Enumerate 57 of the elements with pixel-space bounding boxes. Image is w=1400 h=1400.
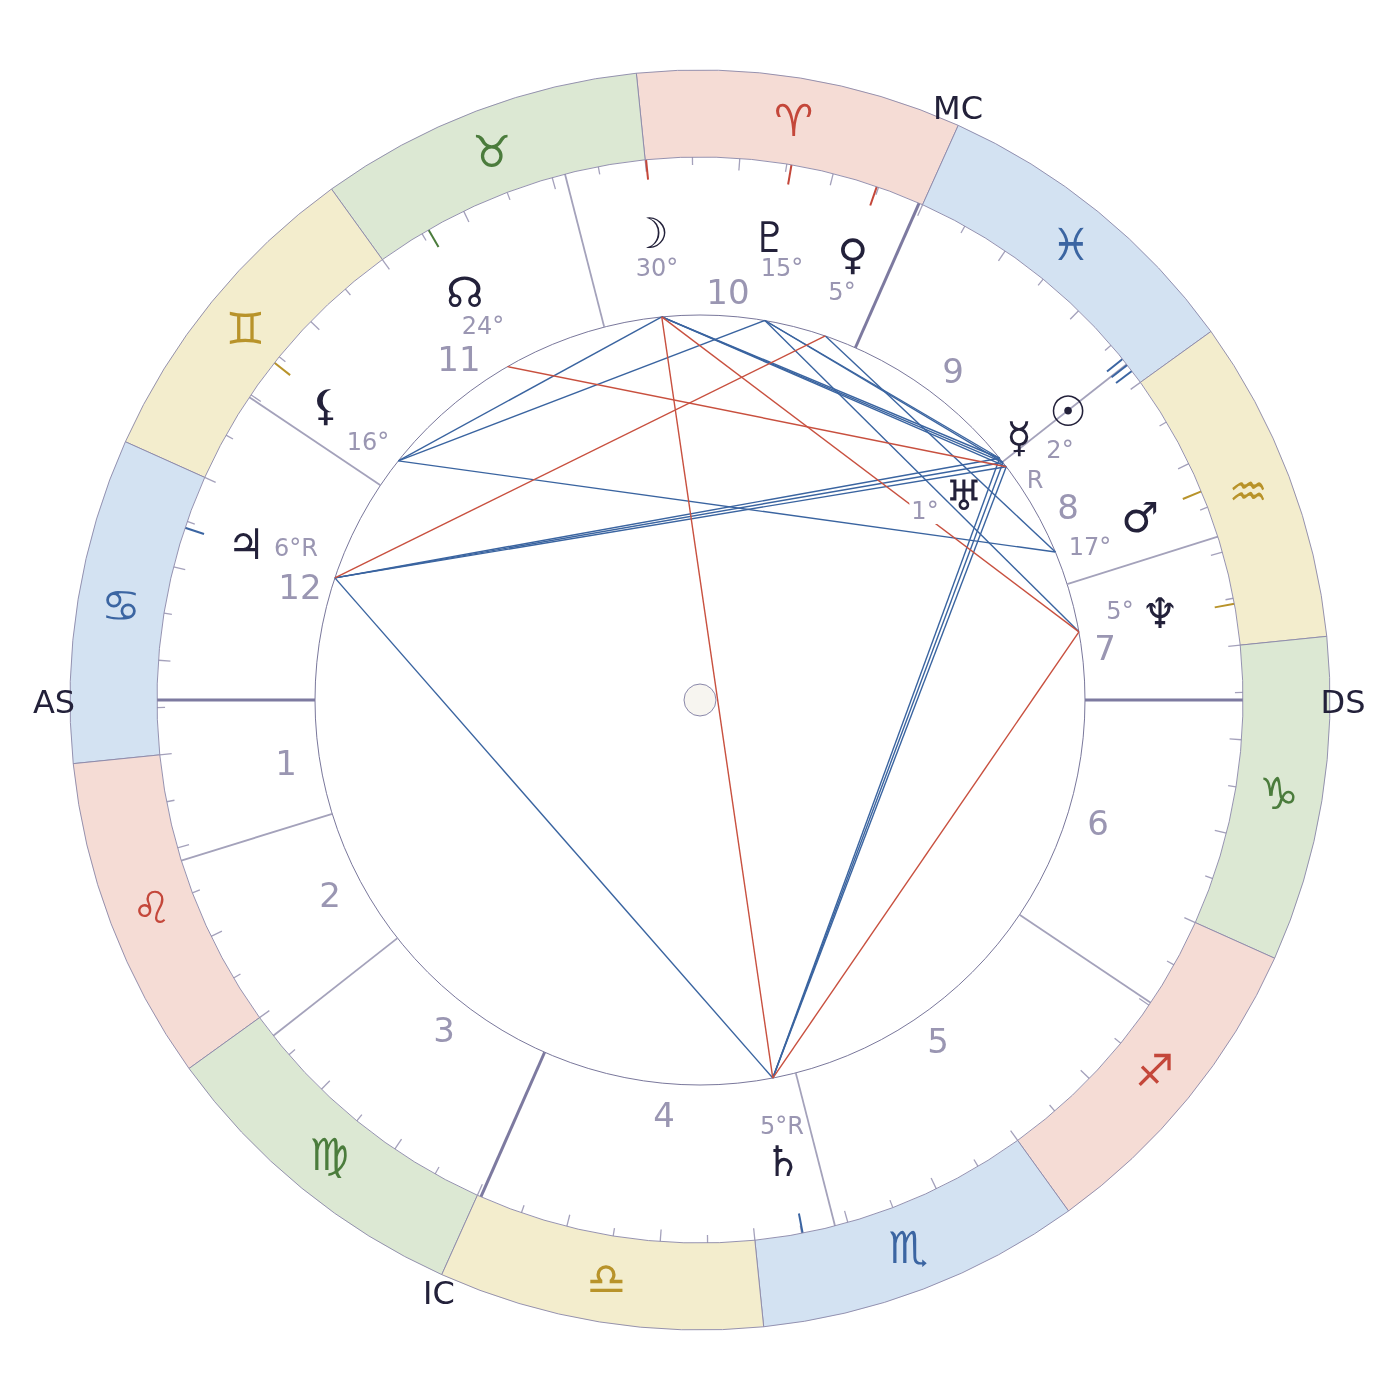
house-number: 2 — [319, 878, 341, 912]
zodiac-sign-symbol: ♉ — [472, 129, 512, 174]
angle-label: AS — [32, 686, 76, 718]
house-number: 6 — [1087, 806, 1109, 840]
zodiac-band-segment — [72, 753, 261, 1070]
degree-label: 24° — [461, 314, 505, 338]
zodiac-band-segment — [921, 124, 1212, 384]
degree-label: R — [1026, 468, 1044, 492]
planet-symbol: ♄ — [764, 1141, 802, 1183]
house-number: 9 — [942, 354, 964, 388]
zodiac-band-segment — [188, 1016, 479, 1276]
planet-symbol: ⚸ — [310, 385, 342, 427]
zodiac-sign-symbol: ♋ — [101, 584, 141, 629]
zodiac-sign-symbol: ♓ — [1050, 223, 1091, 268]
planet-symbol: ☽ — [631, 213, 669, 255]
house-number: 7 — [1094, 631, 1116, 665]
angle-label: DS — [1320, 686, 1366, 718]
zodiac-sign-symbol: ♒ — [1228, 469, 1268, 514]
degree-label: 30° — [635, 256, 679, 280]
degree-label: 5° — [828, 280, 856, 304]
planet-symbol: ♆ — [1141, 593, 1179, 635]
zodiac-sign-symbol: ♌ — [132, 886, 172, 931]
degree-label: 5° — [1106, 599, 1134, 623]
planet-symbol: ♅ — [945, 475, 983, 517]
zodiac-sign-symbol: ♏ — [888, 1226, 928, 1271]
planet-symbol: ♂ — [1121, 497, 1159, 539]
degree-label: 6°R — [274, 536, 318, 560]
degree-label: 15° — [760, 256, 804, 280]
zodiac-sign-symbol: ♊ — [225, 307, 266, 352]
house-number: 8 — [1057, 490, 1079, 524]
degree-label: 16° — [346, 430, 390, 454]
zodiac-band-segment — [1016, 921, 1276, 1212]
zodiac-sign-symbol: ♐ — [1134, 1048, 1175, 1093]
degree-label: 1° — [909, 498, 941, 524]
degree-label: 5°R — [760, 1114, 804, 1138]
planet-symbol: ♀ — [837, 234, 869, 276]
house-number: 1 — [275, 746, 297, 780]
planet-symbol: ☉ — [1049, 391, 1087, 433]
zodiac-band-segment — [753, 1139, 1070, 1328]
zodiac-sign-symbol: ♎ — [586, 1256, 626, 1301]
zodiac-sign-symbol: ♑ — [1259, 771, 1299, 816]
house-number: 11 — [437, 342, 481, 376]
planet-symbol: ☊ — [446, 272, 484, 314]
planet-symbol: ♇ — [751, 217, 789, 259]
degree-label: 2° — [1046, 438, 1074, 462]
angle-label: IC — [423, 1277, 455, 1309]
planet-symbol: ☿ — [1006, 417, 1032, 459]
degree-label: 17° — [1068, 535, 1112, 559]
angle-label: MC — [933, 92, 983, 124]
house-number: 10 — [706, 275, 750, 309]
house-number: 3 — [433, 1013, 455, 1047]
zodiac-sign-symbol: ♍ — [309, 1132, 350, 1177]
house-number: 4 — [653, 1098, 675, 1132]
house-number: 5 — [927, 1024, 949, 1058]
house-number: 12 — [278, 570, 322, 604]
planet-symbol: ♃ — [227, 524, 265, 566]
zodiac-sign-symbol: ♈ — [774, 99, 814, 144]
